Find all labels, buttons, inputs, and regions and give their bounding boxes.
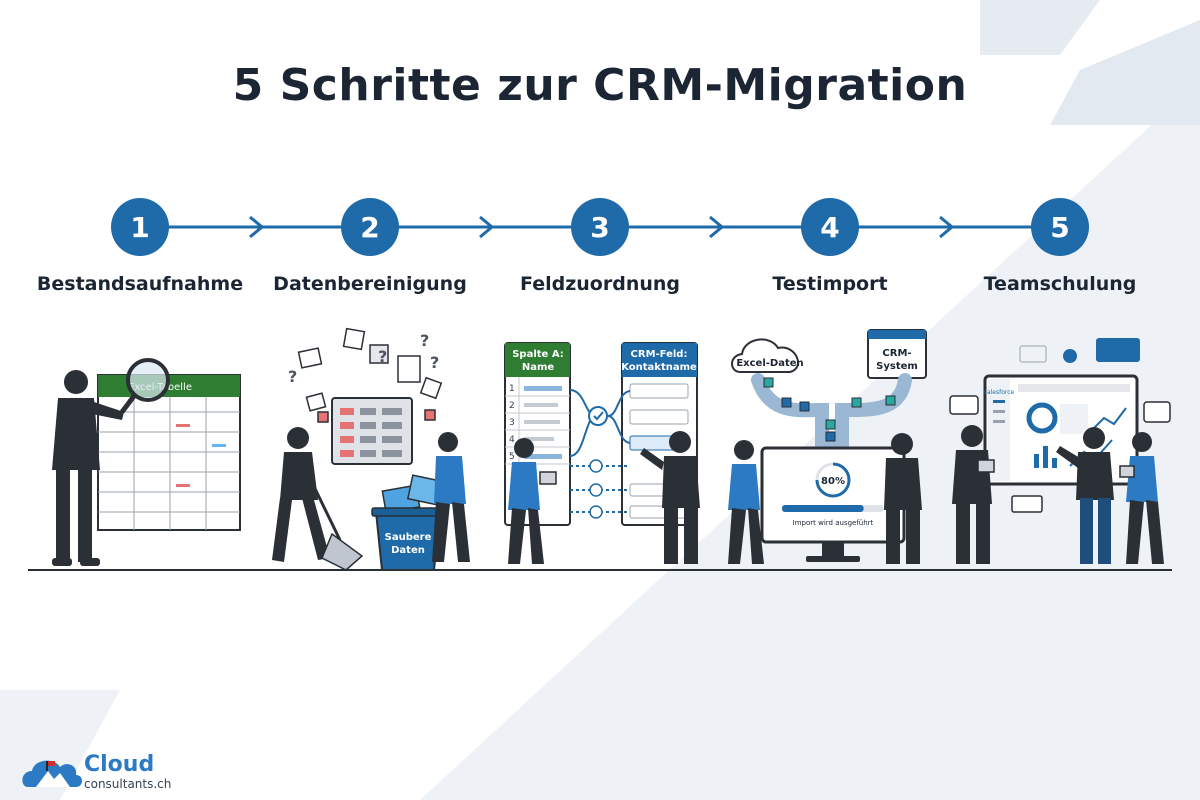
- step-3-label: Feldzuordnung: [520, 273, 680, 295]
- woman-with-tablet-icon-2: [1119, 432, 1164, 564]
- timeline-arrow: [939, 215, 955, 239]
- spreadsheet-icon: Excel-Tabelle: [97, 374, 241, 531]
- woman-with-document-icon: [432, 432, 470, 562]
- brand-domain: consultants.ch: [84, 777, 172, 791]
- woman-with-phone-icon: [728, 440, 764, 564]
- svg-text:?: ?: [430, 353, 439, 372]
- check-icon: [588, 406, 608, 426]
- crm-window-icon: CRM- System: [867, 329, 927, 379]
- sweeping-person-icon: [272, 427, 330, 562]
- chat-bubble-icons: [949, 338, 1171, 513]
- step-5-label: Teamschulung: [983, 273, 1137, 295]
- step-4-label: Testimport: [772, 273, 888, 295]
- step-2-label: Datenbereinigung: [273, 273, 467, 295]
- target-label-line-1: CRM-: [882, 348, 911, 359]
- man-pointing-icon: [1056, 427, 1114, 564]
- magnifier-icon: [120, 358, 170, 414]
- row-number: 1: [509, 384, 515, 394]
- cloud-icon: Excel-Daten: [731, 338, 804, 373]
- target-header-line-2: Kontaktname: [621, 362, 697, 373]
- clean-data-bin-icon: Saubere Daten: [371, 474, 445, 571]
- scene-inventory: Excel-Tabelle: [52, 358, 241, 566]
- source-header-line-1: Spalte A:: [512, 349, 564, 360]
- data-pipeline-icon: [751, 373, 912, 447]
- floating-documents-icon: [297, 327, 443, 423]
- row-number: 4: [509, 435, 515, 445]
- row-number: 5: [509, 452, 515, 462]
- data-board-icon: [331, 397, 413, 465]
- scene-field-mapping: Spalte A: Name 1 2 3 4 5 CRM-Feld:: [504, 342, 700, 564]
- monitor-icon: 80% Import wird ausgeführt: [760, 446, 906, 562]
- small-check-icons: [589, 459, 603, 519]
- presentation-screen-icon: salesforce: [983, 374, 1139, 486]
- question-mark-icons: ?? ??: [288, 331, 439, 386]
- scene-team-training: salesforce: [949, 338, 1171, 564]
- timeline-arrow: [709, 215, 725, 239]
- row-number: 2: [509, 401, 515, 411]
- screen-brand: salesforce: [984, 389, 1015, 396]
- step-2-number: 2: [341, 198, 399, 256]
- step-4-number: 4: [801, 198, 859, 256]
- step-5-number: 5: [1031, 198, 1089, 256]
- scene-test-import: Excel-Daten CRM- System: [728, 329, 927, 564]
- source-header-line-2: Name: [522, 362, 555, 373]
- brand-logo-icon: [22, 760, 82, 787]
- trainer-icon: [952, 425, 995, 564]
- spinner-icon: [815, 462, 851, 498]
- bin-label-line-1: Saubere: [385, 532, 432, 543]
- target-label-line-2: System: [876, 361, 918, 372]
- person-icon: [52, 370, 124, 566]
- step-1-number: 1: [111, 198, 169, 256]
- timeline-arrow: [479, 215, 495, 239]
- page-title: 5 Schritte zur CRM-Migration: [232, 60, 968, 111]
- progress-percent: 80%: [821, 476, 845, 487]
- import-status: Import wird ausgeführt: [793, 519, 874, 527]
- row-number: 3: [509, 418, 515, 428]
- thinking-man-icon: [884, 433, 922, 564]
- svg-text:?: ?: [420, 331, 429, 350]
- step-1-label: Bestandsaufnahme: [36, 273, 244, 295]
- progress-fill: [782, 505, 864, 512]
- step-3-number: 3: [571, 198, 629, 256]
- brand-name: Cloud: [84, 752, 155, 777]
- source-label: Excel-Daten: [736, 358, 803, 369]
- pointing-man-icon: [640, 431, 700, 564]
- timeline-arrow: [249, 215, 265, 239]
- svg-text:?: ?: [288, 367, 297, 386]
- scene-cleanup: ?? ?? Saubere Daten: [272, 327, 470, 571]
- woman-with-tablet-icon: [508, 438, 557, 564]
- broom-icon: [300, 461, 364, 571]
- target-header-line-1: CRM-Feld:: [631, 349, 688, 360]
- svg-text:?: ?: [378, 347, 387, 366]
- bin-label-line-2: Daten: [391, 545, 425, 556]
